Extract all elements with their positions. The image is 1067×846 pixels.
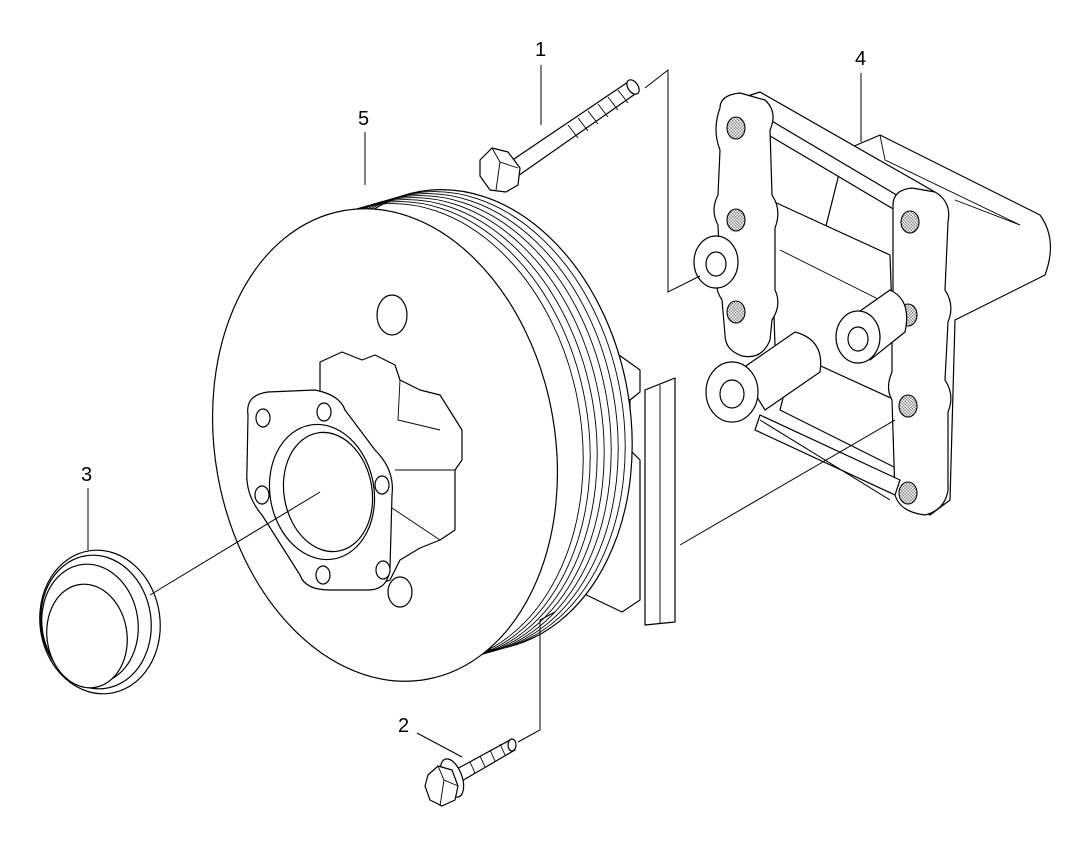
- callout-4: 4: [855, 48, 866, 70]
- hex-bolt-long: [479, 68, 701, 293]
- pulley: [211, 189, 676, 682]
- callout-5: 5: [358, 108, 369, 130]
- bracket-housing: [679, 91, 1052, 546]
- callout-leaders: [87, 65, 862, 758]
- callout-2: 2: [398, 715, 409, 737]
- cap: [39, 491, 321, 695]
- callout-1: 1: [535, 39, 546, 61]
- flange-bolt-short: [424, 611, 556, 807]
- callout-3: 3: [81, 464, 92, 486]
